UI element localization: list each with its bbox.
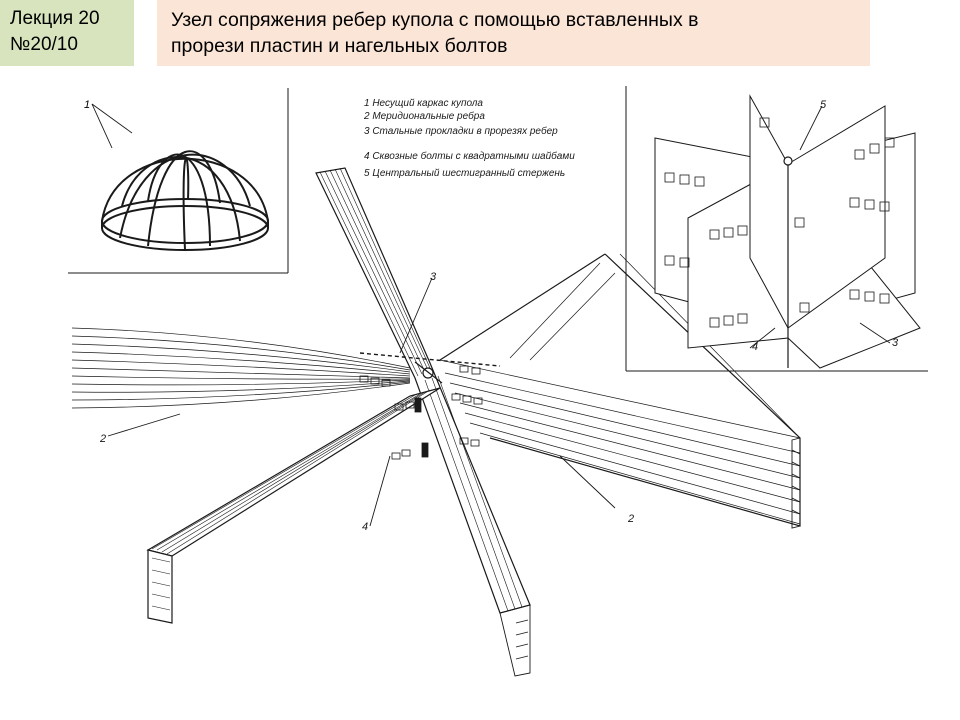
- legend-item-4: 4 Сквозные болты с квадратными шайбами: [364, 150, 575, 162]
- slide-title-line-1: Узел сопряжения ребер купола с помощью в…: [171, 9, 699, 31]
- bolt-symbols-main: [359, 365, 483, 460]
- callout-label-2-right: 2: [627, 513, 634, 525]
- legend-item-2: 2 Меридиональные ребра: [363, 110, 485, 122]
- callout-label-1: 1: [84, 99, 90, 111]
- legend-item-3: 3 Стальные прокладки в прорезях ребер: [364, 125, 558, 137]
- slide-number: №20/10: [10, 34, 78, 55]
- callout-leaders-detail: [749, 105, 891, 349]
- lecture-label: Лекция 20: [10, 8, 100, 29]
- callout-label-2-left: 2: [99, 433, 106, 445]
- bolt-symbols-detail: [664, 117, 895, 328]
- central-hub: [359, 352, 501, 384]
- rib-junction-drawing: [71, 167, 801, 677]
- rib-end-face-bottom: [499, 604, 531, 677]
- dome-inset: 1: [68, 88, 289, 274]
- callout-dome: [91, 103, 133, 149]
- callout-label-3-detail: 3: [892, 337, 899, 349]
- rib-left: [71, 327, 411, 413]
- legend: 1 Несущий каркас купола 2 Меридиональные…: [363, 98, 575, 179]
- callout-label-4-detail: 4: [752, 341, 758, 353]
- rib-end-face-right: [791, 437, 801, 529]
- legend-item-5: 5 Центральный шестигранный стержень: [364, 168, 565, 179]
- slide-title-line-2: прорези пластин и нагельных болтов: [171, 35, 508, 57]
- callout-leaders-main: [107, 277, 616, 527]
- plate-detail-inset: [625, 86, 928, 372]
- callout-label-5: 5: [820, 99, 827, 111]
- legend-item-1: 1 Несущий каркас купола: [364, 98, 483, 109]
- lecture-number-box: Лекция 20 №20/10: [0, 0, 134, 66]
- rib-right: [439, 253, 801, 529]
- callout-label-3: 3: [430, 271, 437, 283]
- slide-title: Узел сопряжения ребер купола с помощью в…: [157, 0, 870, 66]
- callout-label-4: 4: [362, 521, 368, 533]
- rib-diagonal-b: [146, 387, 441, 624]
- dome-frame-icon: [101, 150, 269, 251]
- hex-rod: [783, 156, 793, 368]
- rib-diagonal-a: [315, 167, 531, 677]
- steel-plates: [654, 94, 921, 369]
- technical-drawing: 1 1 Несущий каркас купола 2 Меридиональн…: [68, 86, 928, 677]
